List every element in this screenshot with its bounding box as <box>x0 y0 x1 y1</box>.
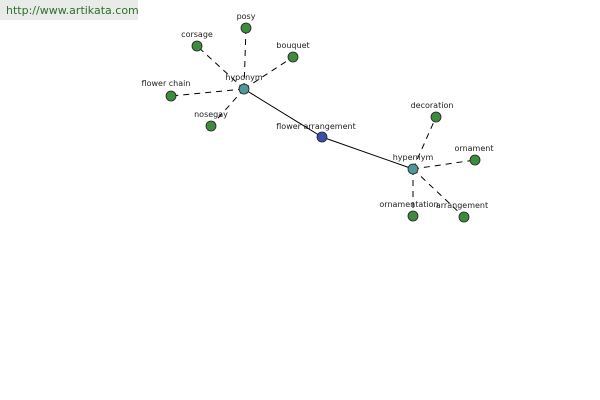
node-nosegay[interactable] <box>205 120 217 132</box>
edge-center-hypernym <box>321 136 414 170</box>
node-flower-arrangement[interactable] <box>316 131 328 143</box>
edge-hyponym-flower-chain <box>170 88 245 97</box>
label-ornamentation: ornamentation <box>379 200 438 209</box>
node-ornament[interactable] <box>469 154 481 166</box>
edge-hyponym-bouquet <box>243 56 294 90</box>
edge-hyponym-nosegay <box>210 88 245 127</box>
label-corsage: corsage <box>181 30 213 39</box>
label-hyponym: hyponym <box>225 73 263 82</box>
node-flower-chain[interactable] <box>165 90 177 102</box>
node-bouquet[interactable] <box>287 51 299 63</box>
edge-hypernym-arrangement <box>412 168 465 218</box>
edge-center-hyponym <box>243 88 323 138</box>
edge-hypernym-decoration <box>412 116 437 170</box>
label-bouquet: bouquet <box>276 41 309 50</box>
node-ornamentation[interactable] <box>407 210 419 222</box>
label-hypernym: hypernym <box>393 153 434 162</box>
node-arrangement[interactable] <box>458 211 470 223</box>
label-nosegay: nosegay <box>194 110 228 119</box>
label-arrangement: arrangement <box>436 201 488 210</box>
label-ornament: ornament <box>455 144 494 153</box>
node-posy[interactable] <box>240 22 252 34</box>
node-corsage[interactable] <box>191 40 203 52</box>
url-banner: http://www.artikata.com <box>0 0 139 20</box>
node-hyponym[interactable] <box>238 83 250 95</box>
node-decoration[interactable] <box>430 111 442 123</box>
edge-hyponym-corsage <box>196 45 245 90</box>
label-decoration: decoration <box>411 101 454 110</box>
node-hypernym[interactable] <box>407 163 419 175</box>
label-flower-chain: flower chain <box>142 79 191 88</box>
label-posy: posy <box>237 12 256 21</box>
site-url[interactable]: http://www.artikata.com <box>6 4 139 17</box>
label-flower-arrangement: flower arrangement <box>276 122 355 131</box>
